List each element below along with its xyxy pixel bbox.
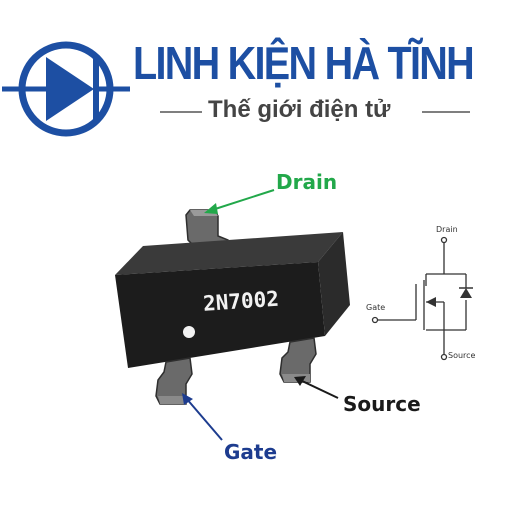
pin1-dot — [183, 326, 195, 338]
source-arrow — [299, 379, 339, 399]
package-body — [115, 232, 350, 368]
gate-label: Gate — [224, 440, 278, 464]
gate-lead — [155, 357, 193, 405]
n-channel-mosfet-symbol-icon — [371, 236, 467, 361]
drain-arrow — [211, 189, 275, 211]
gate-arrow — [185, 397, 223, 441]
source-label: Source — [343, 392, 421, 416]
source-lead — [279, 337, 317, 383]
diode-symbol-icon — [2, 41, 470, 137]
brand-name: LINH KIỆN HÀ TĨNH — [133, 37, 475, 89]
schematic-gate-label: Gate — [366, 303, 385, 312]
schematic-drain-label: Drain — [436, 225, 458, 234]
brand-tagline: Thế giới điện tử — [208, 96, 391, 123]
drain-label: Drain — [276, 170, 338, 194]
schematic-source-label: Source — [448, 351, 476, 360]
part-marking: 2N7002 — [202, 287, 279, 316]
